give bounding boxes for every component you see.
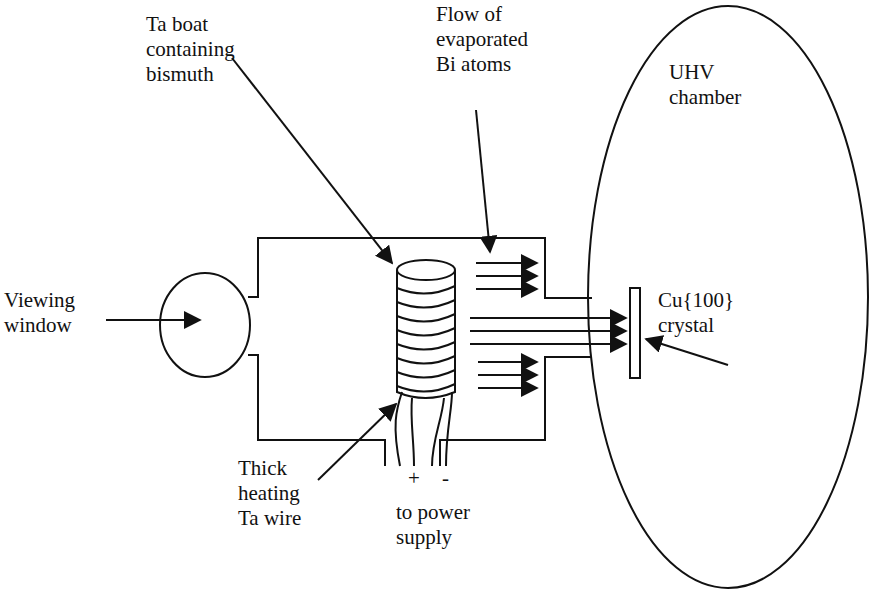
atom-flow-arrow — [470, 330, 626, 332]
flow-arrows — [470, 263, 626, 388]
leader-lines — [106, 58, 728, 480]
atom-flow-arrow — [478, 374, 537, 376]
part-label: + — [408, 466, 428, 491]
coil-winding — [397, 384, 455, 392]
atom-flow-arrow — [470, 343, 626, 345]
coil-winding — [397, 314, 455, 322]
coil-winding — [397, 342, 455, 350]
chamber-label: UHV chamber — [669, 60, 759, 110]
part-label: Viewing window — [4, 288, 104, 338]
heating-wire-leads — [396, 392, 452, 466]
part-label: to power supply — [396, 500, 496, 550]
heating-coil — [397, 286, 455, 392]
atom-flow-arrow — [476, 262, 537, 264]
coil-winding — [397, 328, 455, 336]
cu-crystal — [630, 288, 640, 378]
part-label: - — [442, 466, 462, 491]
coil-winding — [397, 356, 455, 364]
atom-flow-arrow — [470, 317, 626, 319]
atom-flow-arrow — [476, 275, 537, 277]
evaporator-housing — [248, 238, 592, 466]
atom-flow-arrow — [478, 387, 537, 389]
part-label: Thick heating Ta wire — [238, 456, 322, 532]
viewing-window — [160, 273, 250, 377]
ta-boat — [397, 260, 455, 398]
part-label: Ta boat containing bismuth — [146, 12, 264, 88]
coil-winding — [397, 300, 455, 308]
coil-winding — [397, 370, 455, 378]
part-label: Cu{100} crystal — [658, 288, 748, 338]
part-label: Flow of evaporated Bi atoms — [436, 2, 548, 78]
atom-flow-arrow — [476, 288, 537, 290]
coil-winding — [397, 286, 455, 294]
atom-flow-arrow — [478, 361, 537, 363]
